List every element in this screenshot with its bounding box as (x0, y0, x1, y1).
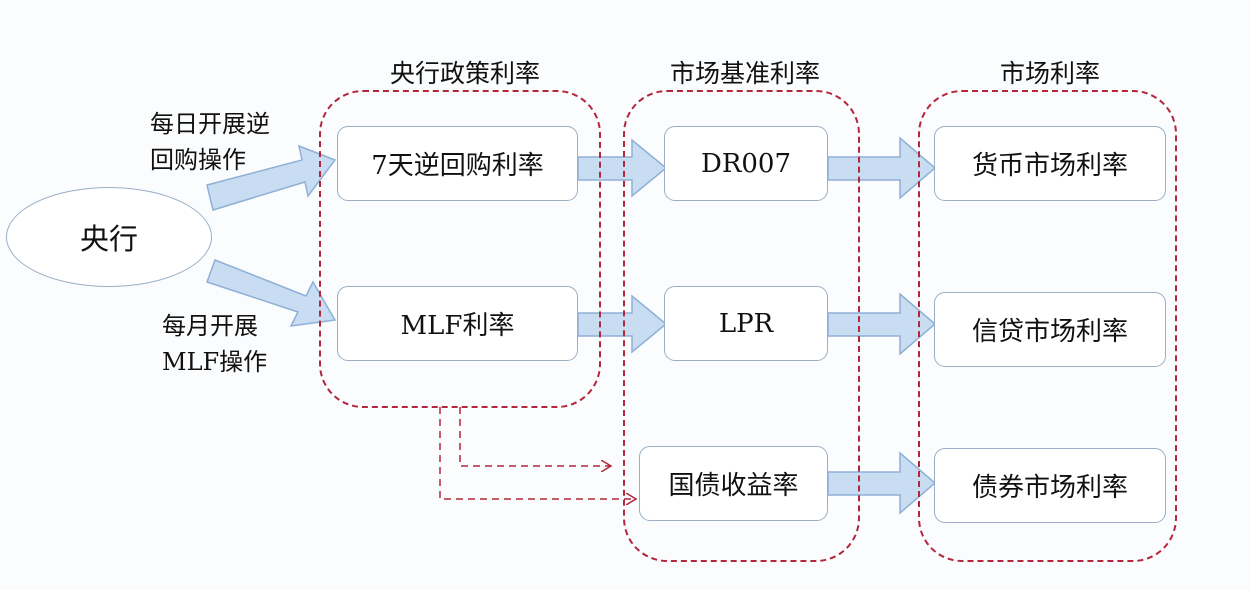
lpr-box: LPR (664, 286, 828, 361)
arrow-bond-yield-to-bond-market (827, 451, 937, 515)
mlf-rate-box: MLF利率 (337, 286, 578, 361)
dashed-arrow-upper (459, 407, 611, 466)
dashed-arrow-lower (439, 407, 636, 499)
dr007-box: DR007 (664, 126, 828, 201)
arrow-lpr-to-credit-market (827, 292, 937, 356)
arrow-reverse-repo-to-dr007 (577, 138, 668, 198)
reverse-repo-rate-box: 7天逆回购利率 (337, 126, 578, 201)
market-rate-group (918, 90, 1177, 562)
credit-market-rate-box: 信贷市场利率 (934, 292, 1166, 367)
policy-rate-title: 央行政策利率 (389, 59, 540, 88)
policy-rate-group (319, 90, 601, 408)
benchmark-rate-group (623, 90, 860, 562)
monthly-operation-label: 每月开展 MLF操作 (162, 308, 267, 380)
arrow-cb-to-reverse-repo (206, 144, 337, 211)
treasury-yield-box: 国债收益率 (639, 446, 828, 521)
market-rate-title: 市场利率 (999, 59, 1100, 88)
money-market-rate-box: 货币市场利率 (934, 126, 1166, 201)
arrow-cb-to-mlf (206, 259, 337, 327)
monthly-operation-line2: MLF操作 (162, 348, 268, 376)
daily-operation-line1: 每日开展逆 (150, 110, 270, 138)
benchmark-rate-title: 市场基准利率 (669, 59, 820, 88)
arrow-dr007-to-money-market (827, 136, 937, 200)
daily-operation-label: 每日开展逆 回购操作 (150, 106, 270, 178)
bond-market-rate-box: 债券市场利率 (934, 448, 1166, 523)
daily-operation-line2: 回购操作 (150, 146, 246, 174)
arrow-mlf-to-lpr (577, 294, 668, 354)
central-bank-node: 央行 (6, 187, 212, 287)
monthly-operation-line1: 每月开展 (162, 312, 258, 340)
